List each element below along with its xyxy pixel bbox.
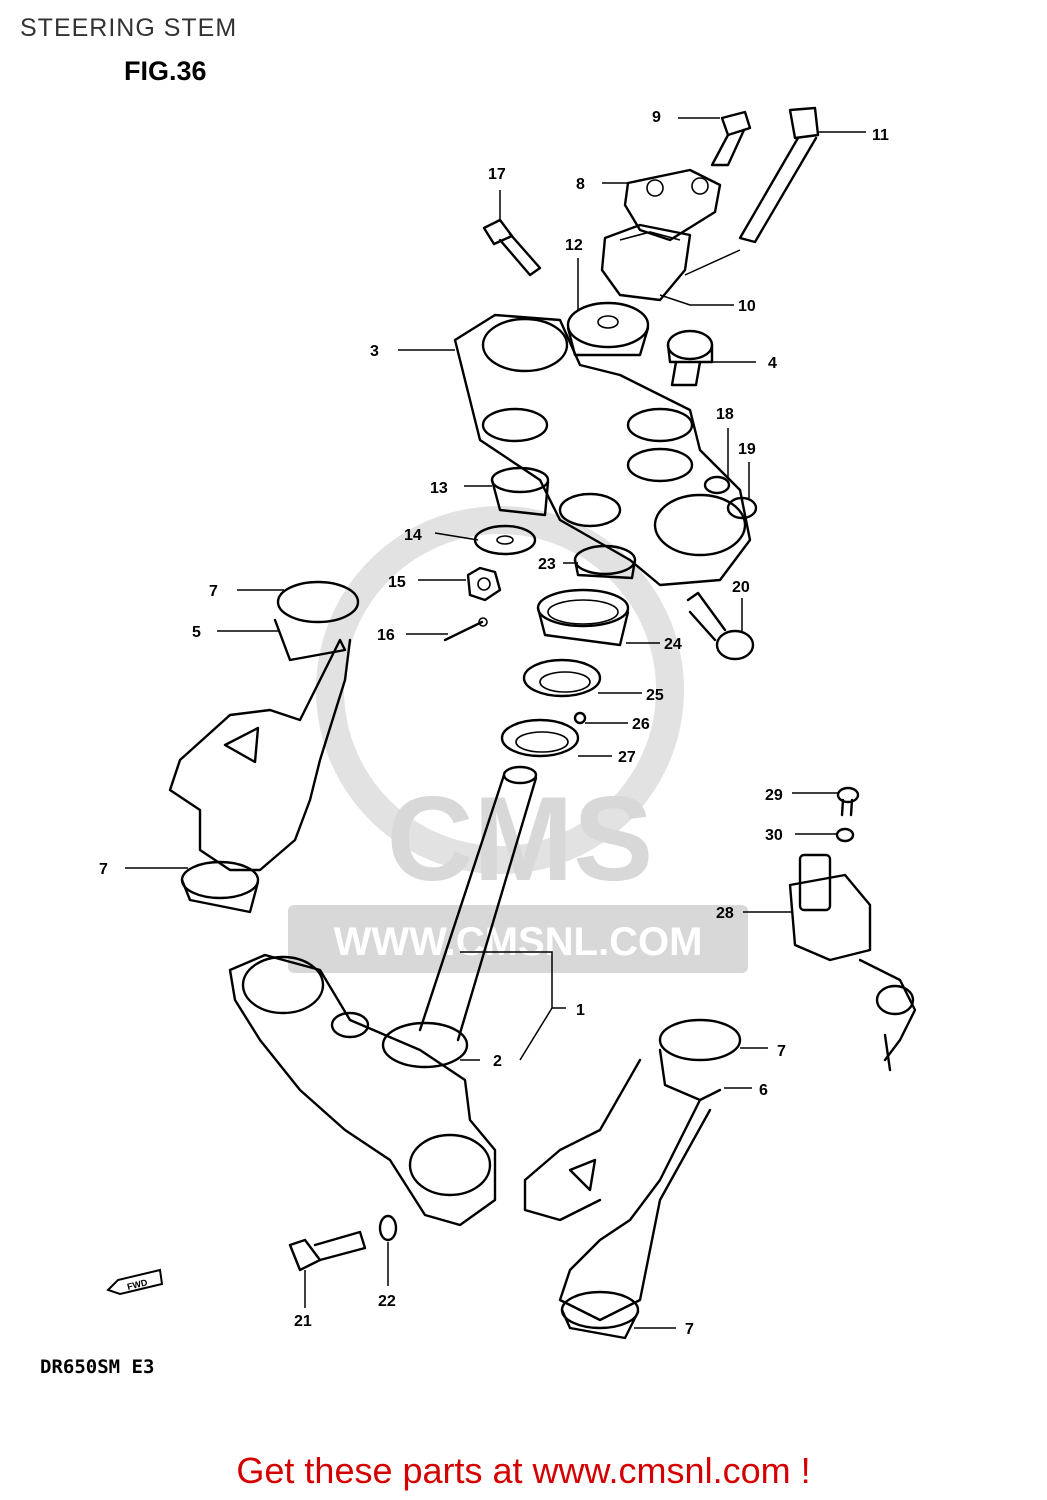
callout-label: 30 [765, 827, 783, 844]
part-17-bolt [482, 218, 542, 277]
part-2-lower-bracket [228, 953, 497, 1227]
callout-label: 8 [576, 176, 585, 193]
part-15-nut [466, 566, 502, 602]
callout-label: 11 [872, 127, 889, 144]
callout-label: 19 [738, 441, 756, 458]
callout-label: 7 [685, 1321, 694, 1338]
callout-label: 21 [294, 1313, 312, 1330]
part-27-seal [500, 718, 580, 758]
callout-label: 25 [646, 687, 664, 704]
callout-label: 24 [664, 636, 682, 653]
part-23-nut [573, 544, 637, 580]
part-24-bearing [536, 588, 630, 647]
part-30-washer [835, 827, 855, 843]
call-to-action-link[interactable]: Get these parts at www.cmsnl.com ! [236, 1450, 811, 1491]
callout-label: 26 [632, 716, 650, 733]
callout-label: 4 [768, 355, 777, 372]
part-3-upper-bracket [453, 313, 752, 587]
figure-number: FIG.36 [124, 56, 207, 86]
callout-label: 15 [388, 574, 406, 591]
callout-label: 16 [377, 627, 395, 644]
part-4-bolt [666, 329, 714, 387]
part-13-bushing [490, 466, 550, 517]
callout-label: 7 [777, 1043, 786, 1060]
part-7-left-seal-bottom [180, 860, 260, 914]
callout-label: 12 [565, 237, 583, 254]
part-1-steering-stem [381, 765, 538, 1069]
part-21-bolt [288, 1230, 367, 1272]
callout-label: 5 [192, 624, 201, 641]
part-10-lower-clamp [600, 223, 692, 302]
part-26-ball [573, 711, 587, 725]
part-6-right-cover [523, 1018, 742, 1322]
callout-label: 13 [430, 480, 448, 497]
part-28-ignition-switch [788, 853, 917, 1072]
callout-label: 3 [370, 343, 379, 360]
part-5-left-cover [168, 580, 360, 872]
callout-label: 10 [738, 298, 756, 315]
watermark-url: WWW.CMSNL.COM [334, 920, 703, 964]
callout-label: 28 [716, 905, 734, 922]
part-25-race [522, 658, 602, 698]
callout-label: 23 [538, 556, 556, 573]
callout-labels: 1 2 3 4 5 6 7 7 7 7 8 9 10 11 12 13 14 1… [99, 109, 889, 1338]
part-20-bolt [686, 591, 755, 661]
callout-label: 14 [404, 527, 422, 544]
fwd-label: FWD [126, 1277, 149, 1292]
callout-label: 22 [378, 1293, 396, 1310]
part-9-bolt [710, 110, 752, 167]
callout-label: 9 [652, 109, 661, 126]
part-8-upper-clamp [623, 168, 722, 242]
callout-label: 2 [493, 1053, 502, 1070]
forward-arrow-icon: FWD [106, 1268, 164, 1296]
callout-label: 27 [618, 749, 636, 766]
leader-lines [125, 117, 866, 1329]
part-16-pin [443, 617, 488, 642]
part-11-long-bolt [738, 106, 820, 244]
callout-label: 7 [209, 583, 218, 600]
callout-label: 18 [716, 406, 734, 423]
part-29-screw [836, 786, 860, 817]
callout-label: 20 [732, 579, 750, 596]
callout-label: 7 [99, 861, 108, 878]
callout-label: 6 [759, 1082, 768, 1099]
watermark-logo: CMS WWW.CMSNL.COM [288, 506, 748, 973]
part-19-nut [726, 496, 758, 520]
model-code: DR650SM E3 [40, 1356, 155, 1378]
callout-label: 17 [488, 166, 506, 183]
page-title: STEERING STEM [20, 14, 238, 42]
watermark-logo-text: CMS [387, 772, 654, 906]
part-12-cap [566, 301, 650, 357]
part-18-washer [703, 475, 731, 495]
callout-label: 1 [576, 1002, 585, 1019]
part-22-washer [378, 1214, 398, 1242]
callout-label: 29 [765, 787, 783, 804]
part-7-right-seal-bottom [560, 1290, 640, 1340]
